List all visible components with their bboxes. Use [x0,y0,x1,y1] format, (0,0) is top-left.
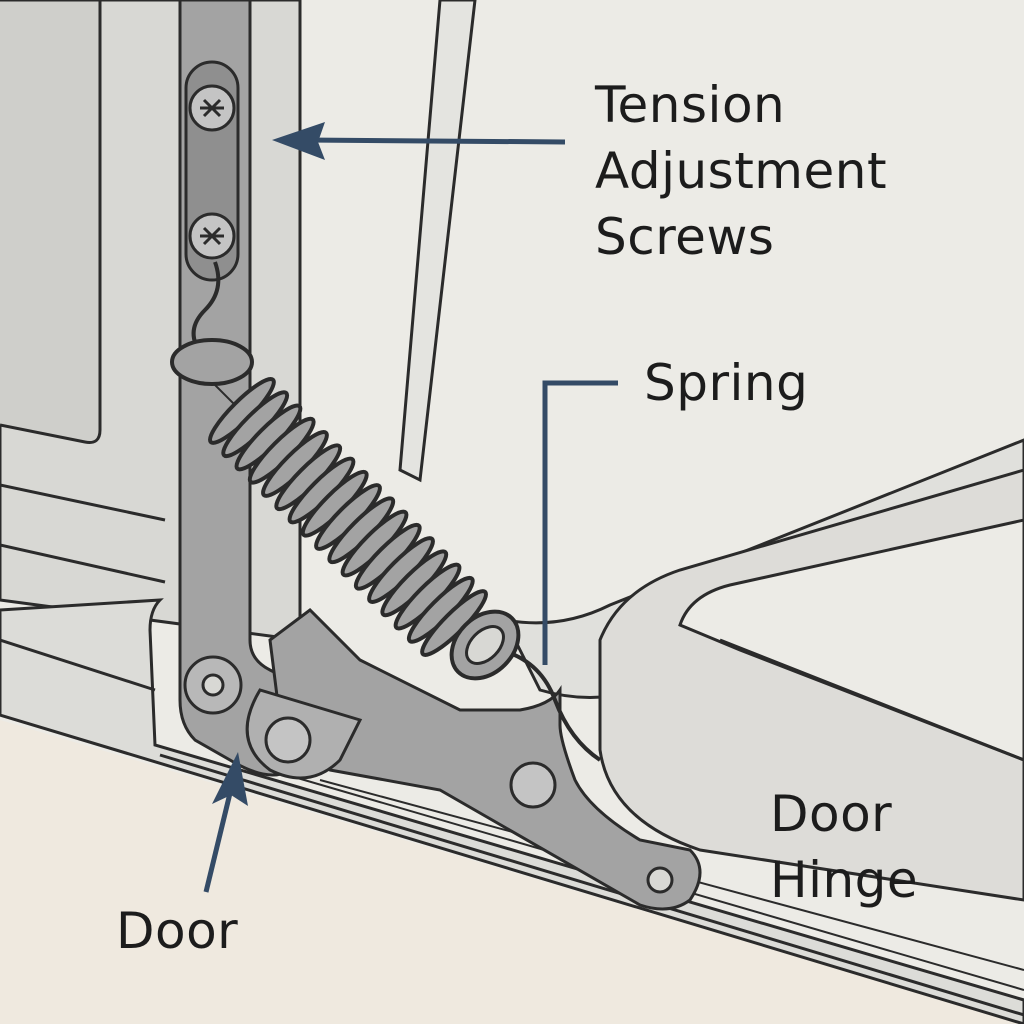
label-line: Screws [595,208,775,266]
spring-label: Spring [644,354,809,412]
coil-spring [170,338,521,681]
door-hinge-label: Door Hinge [770,781,918,913]
leader-spring-line [542,380,618,665]
door-frame [398,0,1024,902]
label-line: Tension [595,76,786,134]
hinge-linkage [183,608,702,911]
leader-door-arrow [203,752,248,893]
screw-icon [188,84,236,132]
spring-hook [191,261,221,354]
label-line: Hinge [770,851,919,909]
cabinet-side-panel [0,0,302,642]
label-line: Adjustment [595,142,888,200]
tension-adjustment-screws-label: Tension Adjustment Screws [595,72,887,270]
leader-tension-arrow [272,122,566,160]
label-line: Door [770,785,893,843]
screw-icon [188,212,236,260]
door-label: Door [116,902,239,960]
